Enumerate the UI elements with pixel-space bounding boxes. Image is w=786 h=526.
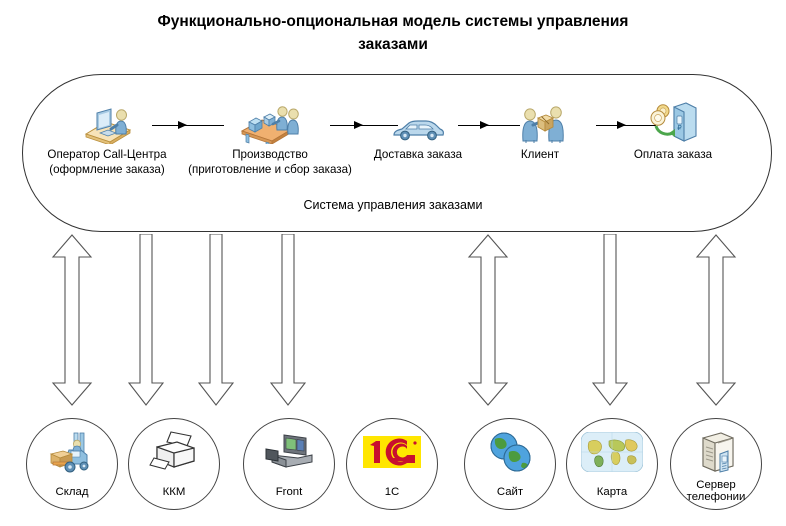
flow-arrow-3 xyxy=(458,121,520,130)
system-node-kkm[interactable]: ККМ xyxy=(128,418,220,510)
flow-arrow-4 xyxy=(596,121,656,130)
system-node-front-label: Front xyxy=(275,486,303,499)
process-step-delivery[interactable]: Доставка заказа xyxy=(358,96,478,163)
link-arrow-1c xyxy=(270,234,306,406)
globe-website-icon xyxy=(465,428,555,476)
flow-arrow-4-shaft xyxy=(596,125,656,127)
client-handover-icon xyxy=(490,96,590,144)
system-node-map[interactable]: Карта xyxy=(566,418,658,510)
flow-arrow-2 xyxy=(330,121,398,130)
system-node-kkm-label: ККМ xyxy=(162,486,186,499)
world-map-icon xyxy=(567,428,657,476)
process-step-payment[interactable]: ₽ Оплата заказа xyxy=(608,96,738,163)
link-arrow-map xyxy=(592,234,628,406)
system-node-1c[interactable]: 1С xyxy=(346,418,438,510)
page-title: Функционально-опциональная модель систем… xyxy=(60,10,726,56)
call-center-operator-icon xyxy=(36,96,178,144)
process-step-delivery-label: Доставка заказа xyxy=(373,148,463,161)
system-node-telephony-label: Сервер телефонии xyxy=(686,478,746,504)
process-step-operator[interactable]: Оператор Call-Центра (оформление заказа) xyxy=(36,96,178,177)
order-management-system-container xyxy=(22,74,772,232)
delivery-car-icon xyxy=(358,96,478,144)
flow-arrow-2-shaft xyxy=(330,125,398,127)
process-step-client-label: Клиент xyxy=(520,148,560,161)
page-title-line-1: Функционально-опциональная модель систем… xyxy=(157,13,629,30)
system-node-1c-label: 1С xyxy=(384,486,400,499)
link-arrow-front xyxy=(198,234,234,406)
flow-arrow-4-head xyxy=(617,121,626,129)
production-workers-icon xyxy=(186,96,354,144)
flow-arrow-3-shaft xyxy=(458,125,520,127)
page-title-line-2: заказами xyxy=(358,36,428,53)
svg-text:₽: ₽ xyxy=(677,124,682,132)
link-arrow-kkm xyxy=(128,234,164,406)
flow-arrow-1-head xyxy=(178,121,187,129)
system-node-site-label: Сайт xyxy=(496,486,524,499)
process-step-production-label: Производство (приготовление и сбор заказ… xyxy=(188,148,352,176)
process-step-operator-label: Оператор Call-Центра (оформление заказа) xyxy=(47,148,167,176)
order-management-system-label: Система управления заказами xyxy=(303,198,483,212)
warehouse-forklift-icon xyxy=(27,428,117,476)
process-step-production[interactable]: Производство (приготовление и сбор заказ… xyxy=(186,96,354,177)
receipt-printer-icon xyxy=(129,428,219,476)
process-step-payment-label: Оплата заказа xyxy=(633,148,713,161)
flow-arrow-3-head xyxy=(480,121,489,129)
payment-terminal-icon: ₽ xyxy=(608,96,738,144)
system-node-warehouse-label: Склад xyxy=(55,486,89,499)
link-arrow-telephony xyxy=(694,234,738,406)
link-arrow-warehouse xyxy=(50,234,94,406)
telephony-server-icon xyxy=(671,428,761,476)
system-node-map-label: Карта xyxy=(596,486,628,499)
system-node-front[interactable]: Front xyxy=(243,418,335,510)
1c-logo-icon xyxy=(347,428,437,476)
system-node-telephony[interactable]: Сервер телефонии xyxy=(670,418,762,510)
link-arrow-site xyxy=(466,234,510,406)
flow-arrow-1-shaft xyxy=(152,125,224,127)
system-node-site[interactable]: Сайт xyxy=(464,418,556,510)
system-node-warehouse[interactable]: Склад xyxy=(26,418,118,510)
flow-arrow-1 xyxy=(152,121,224,130)
flow-arrow-2-head xyxy=(354,121,363,129)
process-step-client[interactable]: Клиент xyxy=(490,96,590,163)
pos-terminal-icon xyxy=(244,428,334,476)
